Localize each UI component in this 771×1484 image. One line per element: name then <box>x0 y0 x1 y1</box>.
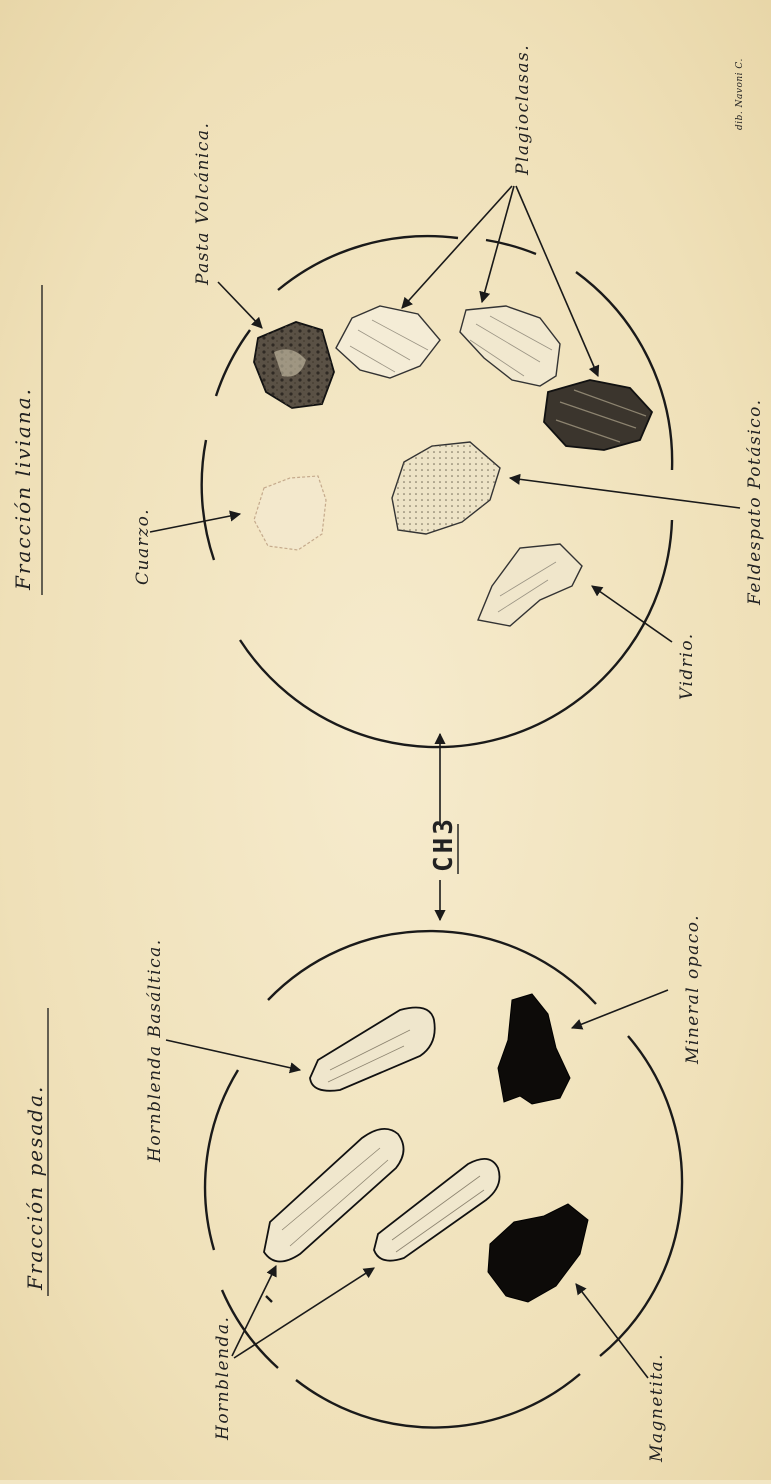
sample-code-group: CH3 <box>429 734 459 920</box>
grain-feldespato <box>392 442 500 534</box>
label-plagioclasas: Plagioclasas. <box>513 44 533 176</box>
grain-plagioclasa-3 <box>544 380 652 450</box>
grain-vidrio <box>478 544 582 626</box>
grain-cuarzo <box>254 476 326 550</box>
heavy-field-circle <box>205 931 682 1428</box>
light-fraction-panel: Fracción liviana. <box>11 44 765 747</box>
label-vidrio: Vidrio. <box>677 632 697 700</box>
label-mineral-opaco: Mineral opaco. <box>683 914 703 1065</box>
grain-mineral-opaco <box>498 994 570 1104</box>
label-hornblenda-basaltica: Hornblenda Basáltica. <box>145 938 165 1163</box>
grain-plagioclasa-1 <box>336 306 440 378</box>
heavy-fraction-panel: Fracción pesada. Hor <box>23 914 703 1463</box>
grain-hornblenda-basaltica <box>310 1008 435 1091</box>
sample-code: CH3 <box>429 816 459 872</box>
label-feldespato: Feldespato Potásico. <box>745 399 765 607</box>
label-cuarzo: Cuarzo. <box>133 508 153 585</box>
label-pasta-volcanica: Pasta Volcánica. <box>193 122 213 286</box>
label-hornblenda: Hornblenda. <box>213 1316 233 1441</box>
grain-magnetita <box>488 1204 588 1302</box>
label-magnetita: Magnetita. <box>647 1353 667 1463</box>
signature: dib. Navoni C. <box>735 58 745 130</box>
heavy-fraction-title: Fracción pesada. <box>23 1085 47 1291</box>
grain-hornblenda-2 <box>374 1159 500 1261</box>
grain-plagioclasa-2 <box>460 306 560 386</box>
light-fraction-title: Fracción liviana. <box>11 387 35 591</box>
grain-pasta-volcanica <box>254 322 334 408</box>
